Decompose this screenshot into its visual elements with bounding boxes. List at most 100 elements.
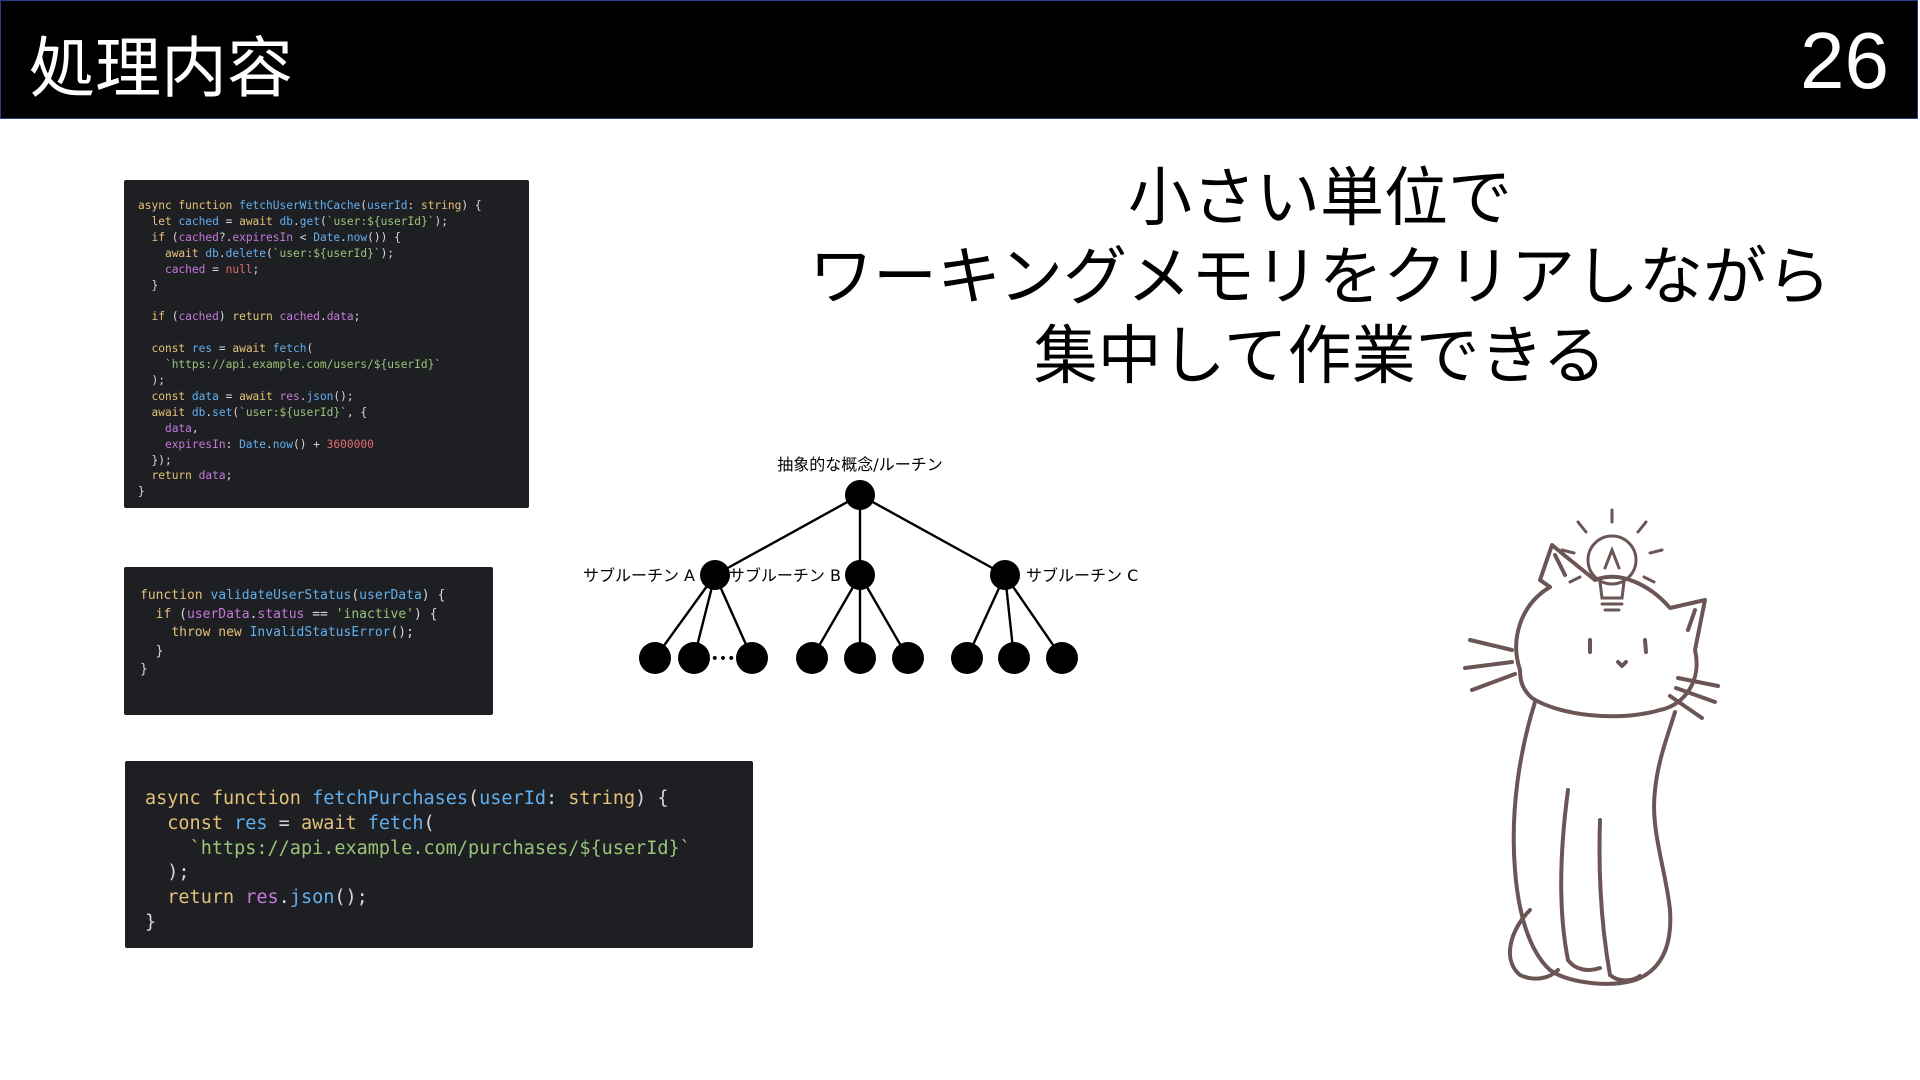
code-token [138,406,151,419]
code-token: ( [266,246,273,260]
code-token: (); [390,625,414,640]
code-line: ); [145,861,733,886]
code-token: ?. [218,230,233,244]
code-token: : [225,437,240,451]
code-token: } [138,485,145,499]
code-token [138,294,145,307]
code-token: fetchUserWithCache [239,199,361,212]
code-token: new [218,625,250,640]
code-token: ( [232,405,240,419]
headline-line-1: 小さい単位で [1128,162,1512,236]
code-token: < [299,230,314,244]
code-token: . [340,230,347,244]
code-token: ( [306,342,314,356]
code-token: ( [179,606,187,622]
code-token: userData [359,588,422,603]
code-line [138,325,515,341]
code-line: async function fetchPurchases(userId: st… [145,787,733,812]
code-token [145,838,190,859]
code-token: (); [333,389,354,403]
code-token: string [568,788,636,809]
code-token: , { [346,405,368,419]
code-token: await [300,812,368,834]
code-token: . [218,246,226,260]
code-token: validateUserStatus [210,588,352,603]
code-token: } [140,662,148,677]
code-token: } [140,643,164,659]
leaf-node [892,642,924,674]
slide-header: 処理内容 26 [0,0,1918,119]
code-token: `user:${userId}` [326,214,435,228]
code-token: userId [479,788,546,809]
code-token: cached [164,262,213,276]
leaf-node [796,642,828,674]
lightbulb-icon [1560,508,1664,612]
code-token: db [191,405,206,419]
code-token: return [151,469,199,483]
code-token: ()) { [367,230,401,244]
code-token: Date [313,230,341,244]
code-token: delete [225,246,267,260]
code-token: 'inactive' [335,606,414,622]
code-token [140,625,171,640]
headline-line-3: 集中して作業できる [1033,320,1607,394]
code-token [138,231,151,244]
slide-title: 処理内容 [29,30,293,107]
code-line: if (cached?.expiresIn < Date.now()) { [138,230,515,246]
code-token: 3600000 [326,437,374,451]
code-token [145,813,167,834]
code-line: throw new InvalidStatusError(); [140,624,477,643]
code-token: data [326,310,354,324]
routine-tree-diagram: ••• 抽象的な概念/ルーチン サブルーチン A サブルーチン B サブルーチン… [583,455,1138,674]
code-token: now [346,230,368,244]
code-token: == [312,606,336,622]
code-token: await [164,246,206,260]
code-token: string [420,199,462,212]
code-token: = [212,262,226,276]
code-token: . [299,389,307,403]
code-token: ( [171,230,179,244]
code-token: ) { [461,199,482,212]
code-token: } [138,278,159,292]
code-line: expiresIn: Date.now() + 3600000 [138,437,515,453]
subroutine-a-label: サブルーチン A [583,566,695,585]
code-token [138,310,151,323]
code-token: now [272,437,293,451]
code-line: ); [138,373,515,389]
code-token: ); [145,862,190,884]
code-line: } [138,484,515,500]
code-token: const [151,389,192,403]
code-token: userId [367,199,408,212]
code-token: res [191,342,219,356]
leaf-node [736,642,768,674]
code-token: if [151,230,172,244]
code-token: : [545,788,569,809]
code-token [138,263,165,276]
code-token: fetch [272,342,307,356]
page-number: 26 [1800,16,1889,105]
code-block-fetch-user-with-cache: async function fetchUserWithCache(userId… [124,180,529,508]
code-line: } [140,643,477,662]
headline: 小さい単位で ワーキングメモリをクリアしながら 集中して作業できる [770,160,1870,397]
code-token: data [164,421,192,435]
leaf-node [844,642,876,674]
code-token: db [205,246,219,260]
code-token: `user:${userId}` [239,405,347,419]
root-label: 抽象的な概念/ルーチン [777,455,942,474]
code-token: ( [319,214,327,228]
code-token [138,390,151,403]
code-token: Date [239,437,267,451]
code-token: . [266,437,273,451]
code-line: cached = null; [138,262,515,278]
code-token: json [306,389,334,403]
code-line: const data = await res.json(); [138,389,515,405]
code-line: `https://api.example.com/users/${userId}… [138,357,515,373]
subroutine-b-label: サブルーチン B [729,566,841,585]
subroutine-node-c [990,560,1020,590]
code-token [138,469,151,482]
code-token: . [249,606,258,622]
code-token: const [167,812,235,834]
code-token: ); [138,373,165,387]
code-token: ( [171,310,179,324]
code-token: . [319,310,327,324]
